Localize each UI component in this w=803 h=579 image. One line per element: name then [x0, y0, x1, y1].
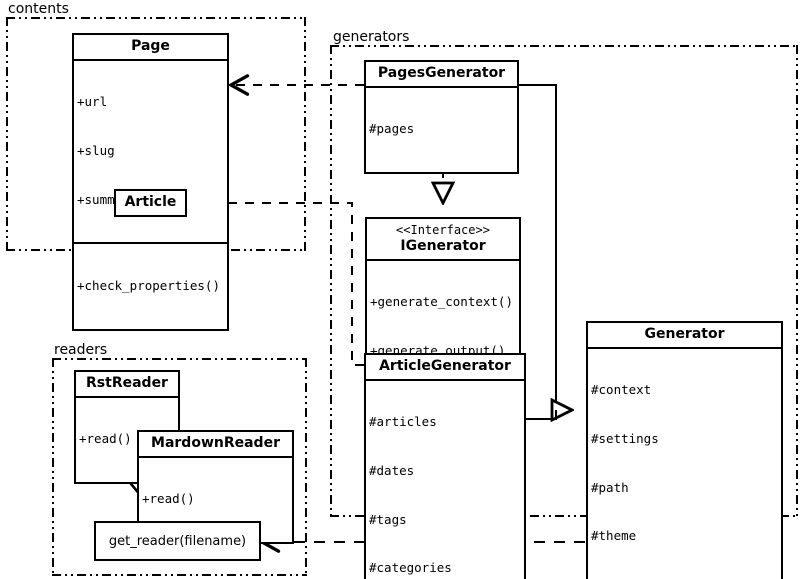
edge-articlegenerator-depends-article [186, 192, 364, 366]
class-generator[interactable]: Generator #context #settings #path #them… [586, 321, 783, 579]
attribute: #output_path [591, 577, 779, 579]
attribute: #context [591, 382, 652, 398]
class-pages-generator-attributes: #pages [366, 85, 517, 172]
package-contents-label: contents [6, 1, 71, 17]
attribute: #tags [369, 511, 407, 527]
class-generator-name: Generator [644, 326, 725, 342]
class-article-generator-attributes: #articles #dates #tags #categories [366, 378, 524, 579]
attribute: #dates [369, 462, 415, 478]
class-mardown-reader-methods: +read() [139, 455, 292, 542]
package-generators-label: generators [331, 29, 412, 45]
class-page-name: Page [131, 38, 170, 54]
method: +check_properties() [77, 277, 220, 293]
edge-articlegenerator-inherits-generator [526, 410, 557, 420]
class-pages-generator-name: PagesGenerator [377, 65, 506, 81]
attribute: +url [77, 94, 108, 110]
attribute: #articles [369, 414, 437, 430]
package-readers-label: readers [52, 342, 110, 358]
edge-pagesgenerator-inherits-generator [519, 84, 572, 410]
class-article-name: Article [124, 194, 177, 210]
class-generator-attributes: #context #settings #path #theme #output_… [588, 346, 781, 579]
attribute: #theme [591, 528, 637, 544]
attribute: #settings [591, 430, 659, 446]
class-article-generator[interactable]: ArticleGenerator #articles #dates #tags … [364, 353, 526, 579]
class-rst-reader-name: RstReader [86, 375, 168, 391]
class-pages-generator[interactable]: PagesGenerator #pages [364, 60, 519, 174]
class-page-methods: +check_properties() [74, 242, 227, 328]
method: +read() [142, 491, 195, 507]
attribute: #path [591, 479, 629, 495]
class-igenerator-stereotype: <<Interface>> [396, 223, 490, 237]
attribute: #categories [369, 560, 452, 576]
function-get-reader-label: get_reader(filename) [108, 533, 247, 549]
attribute: #pages [369, 121, 415, 137]
class-article-generator-name: ArticleGenerator [379, 358, 511, 374]
attribute: +slug [77, 142, 115, 158]
method: +generate_context() [370, 294, 513, 310]
class-page[interactable]: Page +url +slug +summary +check_properti… [72, 33, 229, 331]
class-article[interactable]: Article [114, 189, 187, 217]
class-igenerator-label: IGenerator [400, 238, 486, 254]
function-get-reader[interactable]: get_reader(filename) [94, 521, 261, 561]
class-mardown-reader-name: MardownReader [151, 435, 280, 451]
class-igenerator-name: <<Interface>> IGenerator [367, 219, 519, 259]
